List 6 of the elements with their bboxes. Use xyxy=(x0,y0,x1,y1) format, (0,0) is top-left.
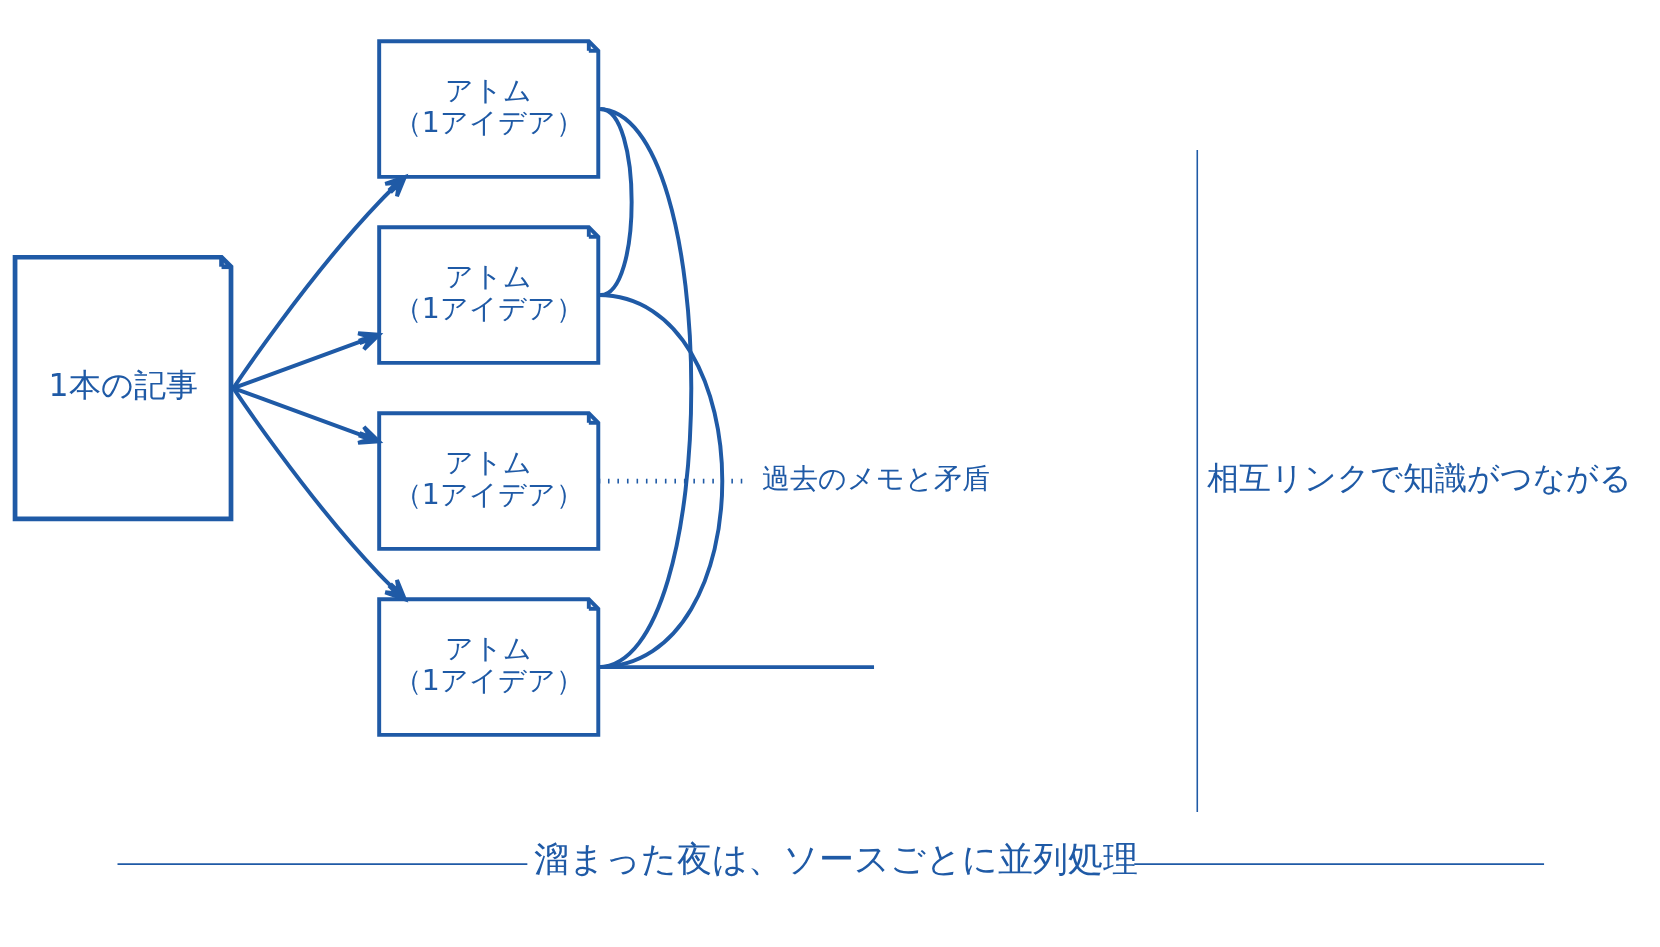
arrow xyxy=(231,386,407,601)
label: 相互リンクで知識がつながる xyxy=(1206,459,1632,496)
node-text: 過去のメモと矛盾 xyxy=(761,461,990,495)
arrow xyxy=(231,174,407,389)
connector xyxy=(597,292,725,669)
caption: 溜まった夜は、ソースごとに並列処理 xyxy=(533,838,1138,879)
